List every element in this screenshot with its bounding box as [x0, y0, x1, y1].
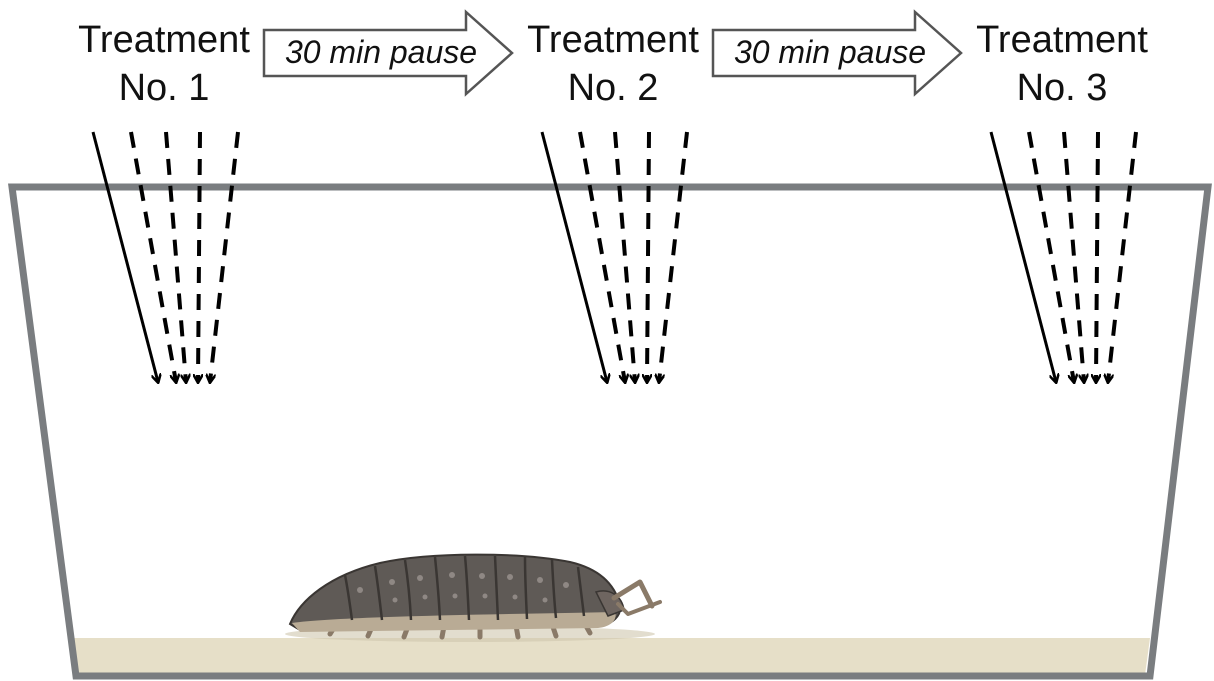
woodlouse-icon	[285, 555, 660, 642]
substrate-layer	[74, 638, 1150, 675]
spray-arrows-icon-3	[991, 132, 1136, 382]
spray-arrows-icon-2	[542, 132, 687, 382]
spray-dashed-arrow	[210, 132, 238, 382]
spray-dashed-arrow	[1096, 132, 1098, 382]
spray-dashed-arrow	[1108, 132, 1136, 382]
spray-solid-arrow	[542, 132, 607, 382]
pause-label-1: 30 min pause	[285, 34, 477, 70]
spray-solid-arrow	[991, 132, 1056, 382]
spray-dashed-arrow	[1064, 132, 1084, 382]
spray-dashed-arrow	[615, 132, 635, 382]
spray-dashed-arrow	[166, 132, 186, 382]
spray-dashed-arrow	[647, 132, 649, 382]
pause-label-2: 30 min pause	[734, 34, 926, 70]
pause-arrow-2: 30 min pause	[713, 12, 961, 94]
spray-dashed-arrow	[198, 132, 200, 382]
pause-arrow-1: 30 min pause	[264, 12, 512, 94]
spray-dashed-arrow	[659, 132, 687, 382]
spray-arrows-icon-1	[93, 132, 238, 382]
spray-solid-arrow	[93, 132, 158, 382]
